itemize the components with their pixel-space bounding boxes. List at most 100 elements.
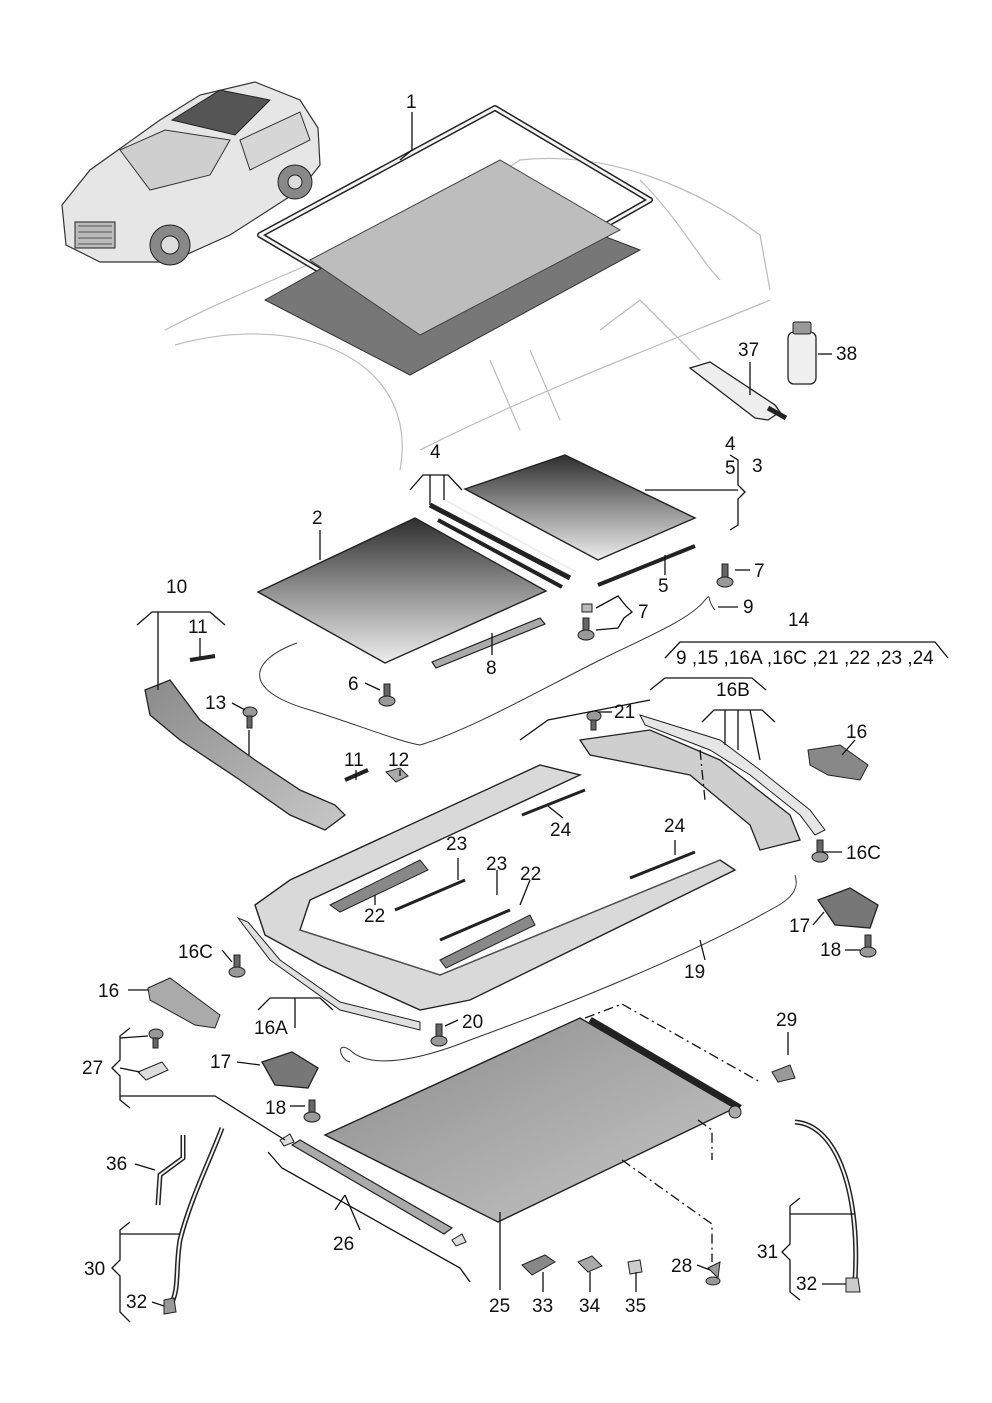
part-24-cable <box>521 788 696 880</box>
part-16C-screw-left <box>228 954 246 978</box>
part-27-clip <box>137 1028 169 1081</box>
label-16-right: 16 <box>846 722 867 743</box>
label-11-lower: 11 <box>344 750 364 771</box>
part-38-bottle <box>787 321 817 385</box>
label-32-left: 32 <box>126 1292 147 1313</box>
part-8-strip <box>431 617 546 669</box>
label-38: 38 <box>836 344 857 365</box>
leader-lines <box>111 112 949 1323</box>
part-23-cable <box>394 878 511 942</box>
sunroof-frame <box>236 764 737 1031</box>
part-29-screw <box>771 1064 796 1083</box>
label-21: 21 <box>614 702 635 723</box>
label-34: 34 <box>579 1296 601 1317</box>
part-19-cable <box>340 874 797 1063</box>
part-5-strip <box>597 544 696 587</box>
car-thumbnail <box>61 81 321 266</box>
label-5-bracket: 5 <box>725 458 736 479</box>
part-13-screw <box>242 706 258 729</box>
part-2-front-glass <box>256 517 548 664</box>
part-28-screw <box>705 1261 721 1286</box>
label-1: 1 <box>406 92 417 113</box>
part-16-bracket-left <box>147 977 221 1029</box>
part-9-seal-cord <box>259 596 716 746</box>
label-26: 26 <box>333 1234 354 1255</box>
part-36-hose <box>155 1135 186 1206</box>
label-17-left: 17 <box>210 1052 231 1073</box>
label-18-left: 18 <box>265 1098 286 1119</box>
part-17-motor-right <box>816 887 879 929</box>
part-33-clip <box>521 1254 556 1276</box>
part-20-screw <box>430 1023 448 1047</box>
label-27: 27 <box>82 1058 103 1079</box>
label-11-upper: 11 <box>188 617 208 638</box>
part-21-screw <box>586 710 602 731</box>
part-18-screw-right <box>859 934 877 958</box>
label-4-bracket: 4 <box>725 434 736 455</box>
part-34-clip <box>577 1255 603 1273</box>
part-32-nozzle-left <box>163 1297 177 1315</box>
label-36: 36 <box>106 1154 127 1175</box>
part-labels: 1 37 38 4 5 3 4 2 5 7 7 9 8 6 10 11 13 1… <box>82 92 934 1317</box>
label-7-lower: 7 <box>638 602 649 623</box>
part-6-screw <box>378 683 396 707</box>
part-16C-screw-right <box>811 839 829 863</box>
part-26-strip <box>279 1133 467 1247</box>
label-19: 19 <box>684 962 705 983</box>
label-8: 8 <box>486 658 497 679</box>
part-35-clip <box>627 1259 643 1275</box>
part-4-seal-strips <box>428 499 577 589</box>
label-9: 9 <box>743 597 754 618</box>
part-31-drain-hose <box>794 1119 859 1281</box>
label-28: 28 <box>671 1256 692 1277</box>
label-30: 30 <box>84 1259 105 1280</box>
label-24-right: 24 <box>664 816 686 837</box>
part-7-screw-upper <box>716 563 734 588</box>
part-18-screw-left <box>303 1099 321 1123</box>
label-25: 25 <box>489 1296 510 1317</box>
part-25-sunshade <box>323 1016 742 1223</box>
label-22-left: 22 <box>364 906 385 927</box>
label-31: 31 <box>757 1242 778 1263</box>
label-33: 33 <box>532 1296 553 1317</box>
label-10: 10 <box>166 577 187 598</box>
label-35: 35 <box>625 1296 646 1317</box>
label-24-upper: 24 <box>550 820 572 841</box>
label-18-right: 18 <box>820 940 841 961</box>
part-37-sealant-tube <box>688 361 788 421</box>
part-1-seal-frame <box>257 105 653 376</box>
label-23-left: 23 <box>446 834 467 855</box>
label-14: 14 <box>788 610 810 631</box>
label-32-right: 32 <box>796 1274 817 1295</box>
label-3: 3 <box>752 456 763 477</box>
label-16-left: 16 <box>98 981 119 1002</box>
label-16A: 16A <box>254 1018 288 1039</box>
label-6: 6 <box>348 674 359 695</box>
part-3-rear-glass <box>463 454 697 561</box>
part-30-drain-hose <box>167 1127 225 1308</box>
part-17-motor-left <box>261 1051 319 1089</box>
label-16B: 16B <box>716 680 750 701</box>
label-16C-right: 16C <box>846 843 881 864</box>
label-13: 13 <box>205 693 226 714</box>
label-37: 37 <box>738 340 759 361</box>
part-10-wind-deflector <box>144 654 346 831</box>
label-16C-left: 16C <box>178 942 213 963</box>
label-29: 29 <box>776 1010 797 1031</box>
part-16-bracket-right <box>807 744 869 781</box>
label-2: 2 <box>312 508 323 529</box>
part-12-clip <box>385 767 409 783</box>
label-4: 4 <box>430 442 441 463</box>
label-14-list: 9 ,15 ,16A ,16C ,21 ,22 ,23 ,24 <box>676 648 934 669</box>
label-22-right: 22 <box>520 864 541 885</box>
label-7-upper: 7 <box>754 561 765 582</box>
part-7-screw-lower <box>577 603 595 641</box>
label-5: 5 <box>658 576 669 597</box>
label-12: 12 <box>388 750 409 771</box>
roof-outline <box>164 157 771 471</box>
part-16B-rail <box>578 714 826 851</box>
label-23-right: 23 <box>486 854 507 875</box>
part-32-nozzle-right <box>845 1277 861 1293</box>
label-20: 20 <box>462 1012 483 1033</box>
